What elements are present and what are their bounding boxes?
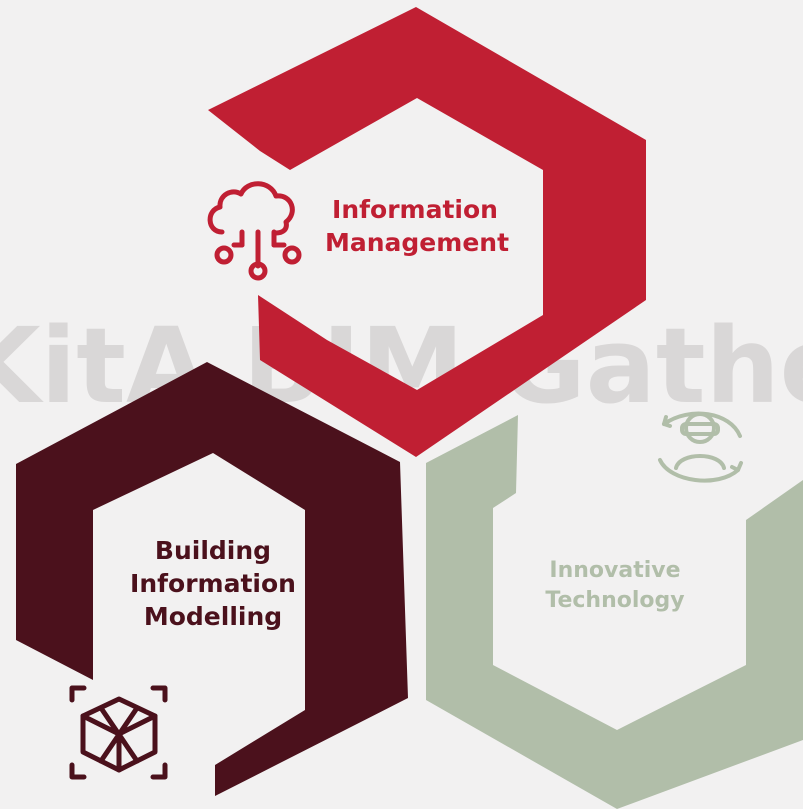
- hexagon-innovative-technology: [426, 415, 803, 809]
- label-line: Information: [130, 569, 296, 598]
- vr-headset-rotate-icon: [658, 411, 743, 483]
- 3d-box-scan-icon: [69, 685, 168, 780]
- label-line: Innovative: [549, 558, 681, 583]
- label-building-information-modelling: Building Information Modelling: [118, 534, 308, 633]
- hexagon-information-management: [208, 7, 646, 457]
- label-line: Building: [154, 536, 272, 565]
- label-innovative-technology: Innovative Technology: [525, 556, 705, 616]
- label-information-management: Information Management: [325, 193, 510, 259]
- label-line: Information: [332, 195, 498, 224]
- cloud-network-icon: [207, 181, 302, 281]
- label-line: Management: [325, 228, 510, 257]
- label-line: Modelling: [143, 602, 283, 631]
- label-line: Technology: [545, 588, 685, 613]
- hexagon-building-information-modelling: [16, 362, 408, 796]
